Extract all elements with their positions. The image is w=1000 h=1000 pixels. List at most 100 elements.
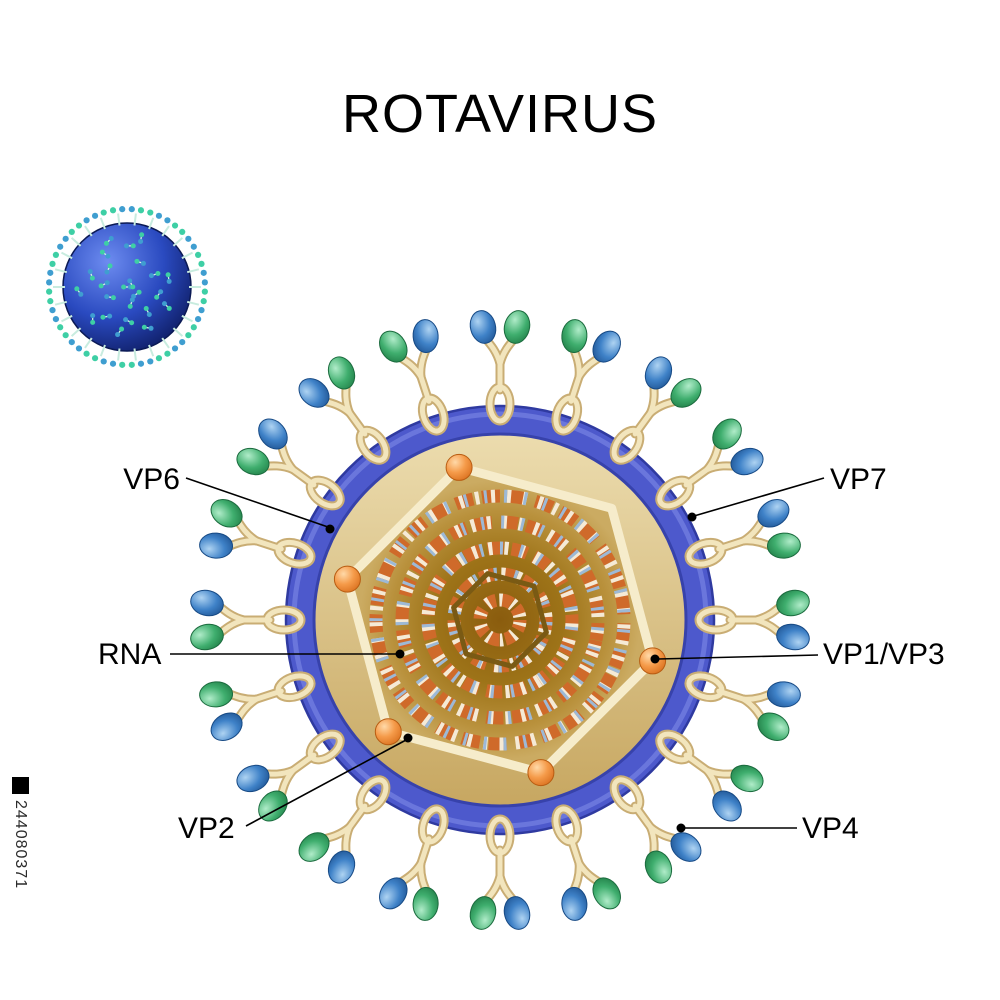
- mini-surface-dot: [127, 303, 133, 309]
- mini-surface-dot: [89, 275, 95, 281]
- mini-surface-dot: [104, 269, 110, 275]
- mini-spike-tip: [75, 345, 83, 352]
- leader-line: [245, 739, 407, 827]
- mini-spike-tip: [198, 260, 205, 267]
- mini-spike-tip: [185, 332, 192, 339]
- mini-surface-dot: [107, 263, 113, 269]
- mini-surface-dot: [136, 289, 142, 295]
- mini-surface-dot: [90, 313, 96, 319]
- mini-spike-stalk: [54, 268, 68, 274]
- mini-surface-dot: [127, 278, 133, 284]
- mini-spike-tip: [47, 298, 54, 305]
- mini-surface-dot: [78, 291, 84, 297]
- mini-spike-tip: [190, 243, 197, 250]
- leader-dot: [403, 733, 413, 743]
- mini-spike-tip: [201, 279, 208, 286]
- label-vp6: VP6: [123, 463, 335, 534]
- mini-spike-tip: [49, 307, 56, 314]
- mini-spike-tip: [137, 360, 145, 367]
- mini-spike-tip: [52, 251, 60, 259]
- mini-spike-stalk: [99, 344, 106, 357]
- mini-spike-tip: [75, 222, 83, 229]
- mini-spike-tip: [68, 338, 75, 346]
- mini-surface-dot: [166, 278, 172, 284]
- mini-surface-dot: [119, 326, 125, 332]
- leader-dot: [650, 654, 660, 664]
- mini-spike-tip: [47, 269, 54, 276]
- mini-spike-stalk: [99, 217, 106, 230]
- mini-surface-dot: [129, 297, 135, 303]
- label-rna-text: RNA: [98, 638, 161, 671]
- label-vp7: VP7: [687, 463, 887, 522]
- mini-surface-dot: [143, 305, 149, 311]
- mini-virion-spikes: [46, 206, 208, 368]
- mini-spike-tip: [62, 235, 69, 242]
- mini-spike-stalk: [148, 217, 155, 230]
- leader-dot: [676, 823, 686, 833]
- leader-dot: [687, 512, 697, 522]
- mini-spike-tip: [46, 279, 53, 286]
- mini-spike-stalk: [117, 348, 121, 361]
- mini-spike-tip: [171, 345, 179, 352]
- mini-spike-stalk: [181, 251, 193, 260]
- mini-spike-tip: [57, 243, 64, 250]
- mini-surface-dot: [155, 271, 161, 277]
- mini-spike-tip: [200, 269, 207, 276]
- label-vp1-vp3: VP1/VP3: [650, 638, 945, 671]
- core-hexagon: [451, 571, 549, 669]
- mini-surface-dot: [154, 294, 160, 300]
- mini-spike-tip: [68, 228, 75, 236]
- mini-spike-tip: [190, 324, 197, 331]
- mini-spike-stalk: [161, 225, 170, 237]
- label-vp4-text: VP4: [802, 812, 859, 845]
- mini-surface-dot: [148, 273, 154, 279]
- mini-spike-stalk: [161, 337, 170, 349]
- label-vp2-text: VP2: [178, 812, 235, 845]
- mini-virion: [46, 206, 208, 368]
- mini-surface-dot: [99, 249, 105, 255]
- mini-spike-tip: [52, 315, 60, 323]
- mini-spike-tip: [109, 360, 117, 367]
- rna-rings: [369, 489, 631, 751]
- mini-spike-stalk: [133, 213, 137, 226]
- mini-spike-tip: [83, 217, 90, 224]
- virus-cross-section: [188, 308, 812, 932]
- mini-surface-dot: [130, 243, 136, 249]
- mini-surface-dot: [123, 243, 129, 249]
- mini-spike-tip: [91, 212, 99, 219]
- mini-surface-dot: [134, 258, 140, 264]
- page-title: ROTAVIRUS: [342, 84, 658, 144]
- mini-spike-tip: [100, 209, 107, 216]
- watermark-square: [12, 777, 29, 794]
- mini-spike-stalk: [172, 327, 184, 337]
- mini-surface-dot: [108, 236, 114, 242]
- mini-spike-stalk: [133, 348, 137, 361]
- mini-surface-dot: [100, 314, 106, 320]
- leader-dot: [325, 524, 335, 534]
- mini-spike-tip: [119, 206, 126, 213]
- mini-surface-dot: [104, 280, 110, 286]
- mini-spike-tip: [194, 315, 202, 323]
- mini-spike-tip: [62, 332, 69, 339]
- mini-spike-tip: [155, 355, 163, 362]
- mini-spike-tip: [137, 207, 145, 214]
- mini-surface-dot: [139, 232, 145, 238]
- mini-spike-stalk: [172, 237, 184, 247]
- mini-spike-stalk: [148, 344, 155, 357]
- mini-surface-dot: [110, 295, 116, 301]
- mini-surface-dot: [90, 319, 96, 325]
- vp1-vp3-sphere: [333, 565, 361, 593]
- mini-spike-tip: [100, 358, 107, 365]
- mini-surface-dot: [148, 325, 154, 331]
- mini-spike-tip: [164, 350, 171, 357]
- mini-spike-tip: [109, 207, 117, 214]
- mini-spike-stalk: [54, 300, 68, 306]
- mini-spike-tip: [194, 251, 202, 259]
- mini-spike-tip: [201, 288, 208, 295]
- leader-line: [693, 477, 825, 517]
- vp1-vp3-spheres: [333, 453, 667, 787]
- watermark: 244080371: [12, 777, 29, 889]
- mini-spike-tip: [128, 361, 135, 368]
- mini-surface-dot: [158, 289, 164, 295]
